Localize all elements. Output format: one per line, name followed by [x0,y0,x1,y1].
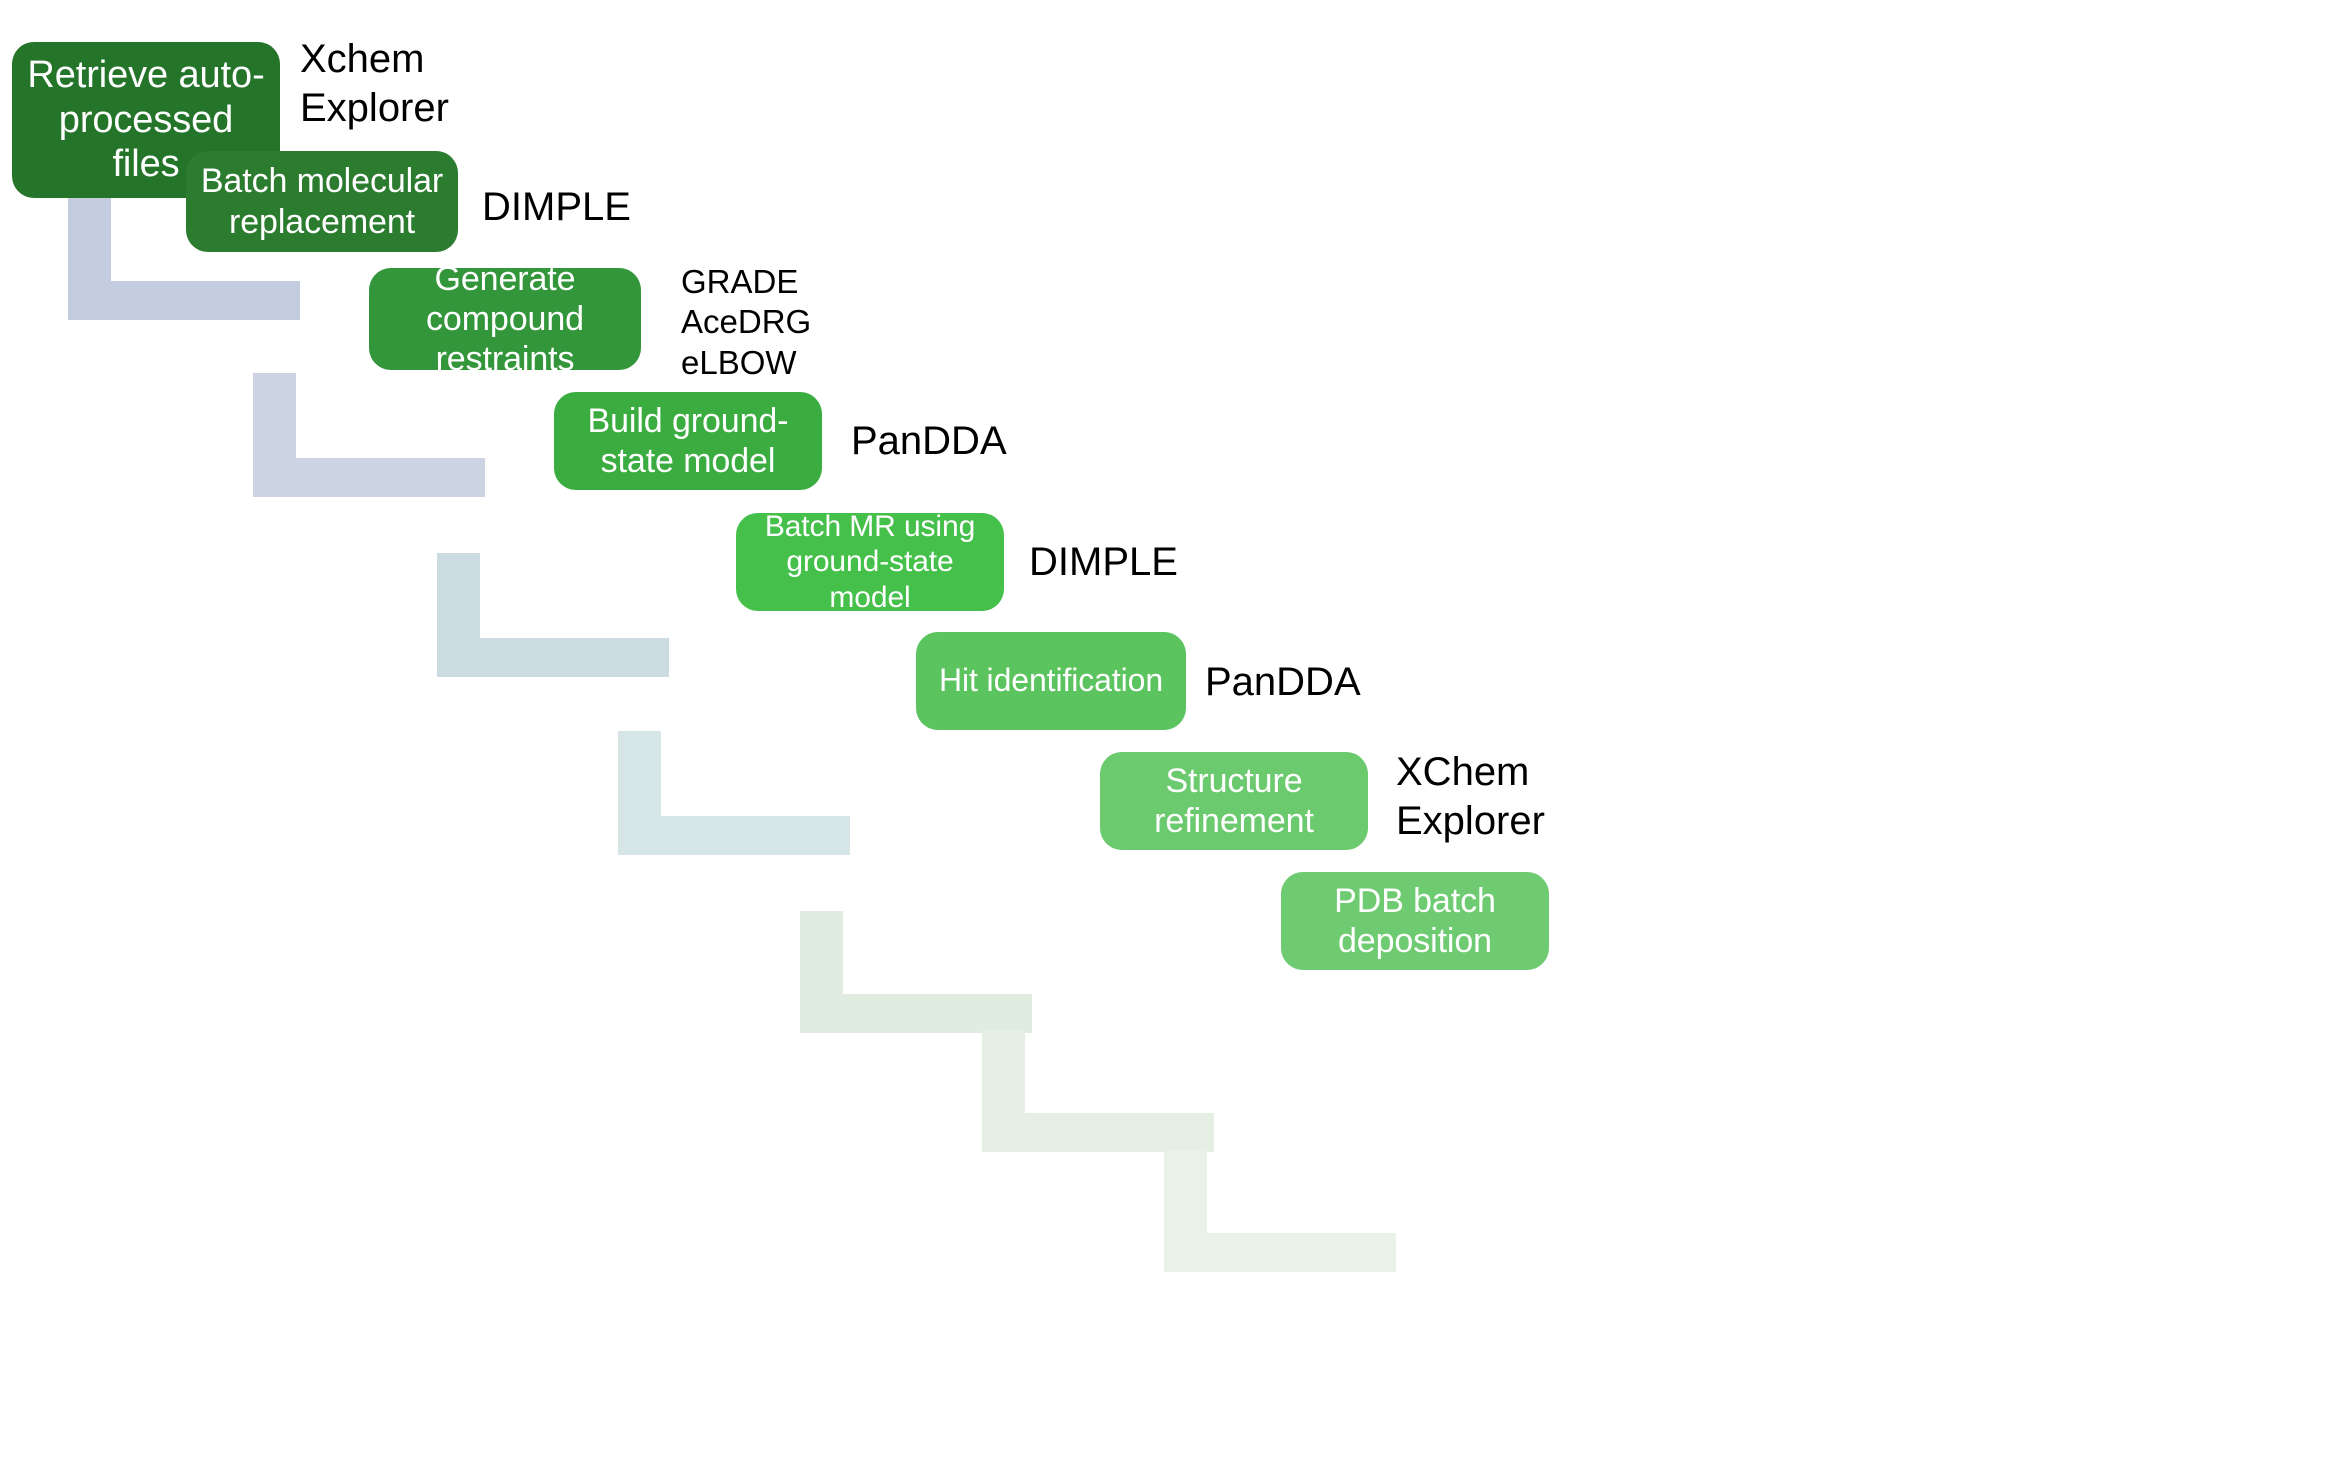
annotation-dimple-2: DIMPLE [1029,540,1178,584]
node-structure-refinement[interactable]: Structure refinement [1100,752,1368,850]
node-label: PDB batch deposition [1334,881,1496,960]
annotation-dimple-1: DIMPLE [482,185,631,229]
node-label: Batch MR using ground-state model [764,509,976,614]
node-batch-molecular-replacement[interactable]: Batch molecular replacement [186,151,458,252]
node-label: Hit identification [938,662,1164,699]
annotation-restraint-tools: GRADE AceDRG eLBOW [681,263,812,381]
node-batch-mr-using-ground-state-model[interactable]: Batch MR using ground-state model [736,510,1004,614]
node-pdb-batch-deposition[interactable]: PDB batch deposition [1281,872,1549,970]
annotation-pandda-2: PanDDA [1205,660,1361,704]
node-label: Structure refinement [1154,761,1314,840]
node-hit-identification[interactable]: Hit identification [916,632,1186,730]
annotation-pandda-1: PanDDA [851,419,1007,463]
annotation-xchem-explorer-2: XChem Explorer [1396,750,1545,843]
node-label: Batch molecular replacement [200,162,444,241]
node-generate-compound-restraints[interactable]: Generate compound restraints [369,260,641,378]
node-label: Generate compound restraints [426,259,584,379]
node-label: Retrieve auto- processed files [27,53,265,186]
annotation-xchem-explorer-1: Xchem Explorer [300,37,449,130]
node-build-ground-state-model[interactable]: Build ground- state model [554,392,822,490]
node-label: Build ground- state model [587,401,789,480]
